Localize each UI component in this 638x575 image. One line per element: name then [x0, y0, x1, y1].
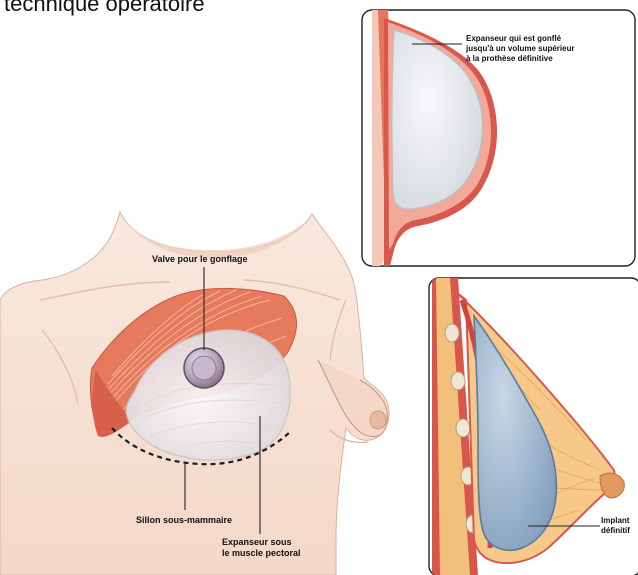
expander-label-line2: le muscle pectoral: [222, 548, 301, 558]
definitive-implant-panel: Implant définitif: [429, 278, 638, 575]
expander-inflated-label-line3: à la prothèse définitive: [466, 54, 553, 63]
expander-inflated-label-line2: jusqu'à un volume supérieur: [465, 44, 575, 53]
valve-label: Valve pour le gonflage: [152, 254, 248, 264]
expander-inflated-label-line1: Expanseur qui est gonflé: [466, 34, 562, 43]
expander-label-line1: Expanseur sous: [222, 537, 292, 547]
implant-label-line1: Implant: [601, 516, 630, 525]
implant-label-line2: définitif: [601, 526, 630, 535]
nipple: [370, 411, 386, 429]
inflation-valve-port: [192, 356, 216, 380]
inflated-expander-panel: Expanseur qui est gonflé jusqu'à un volu…: [362, 10, 635, 266]
fold-label: Sillon sous-mammaire: [136, 515, 232, 525]
